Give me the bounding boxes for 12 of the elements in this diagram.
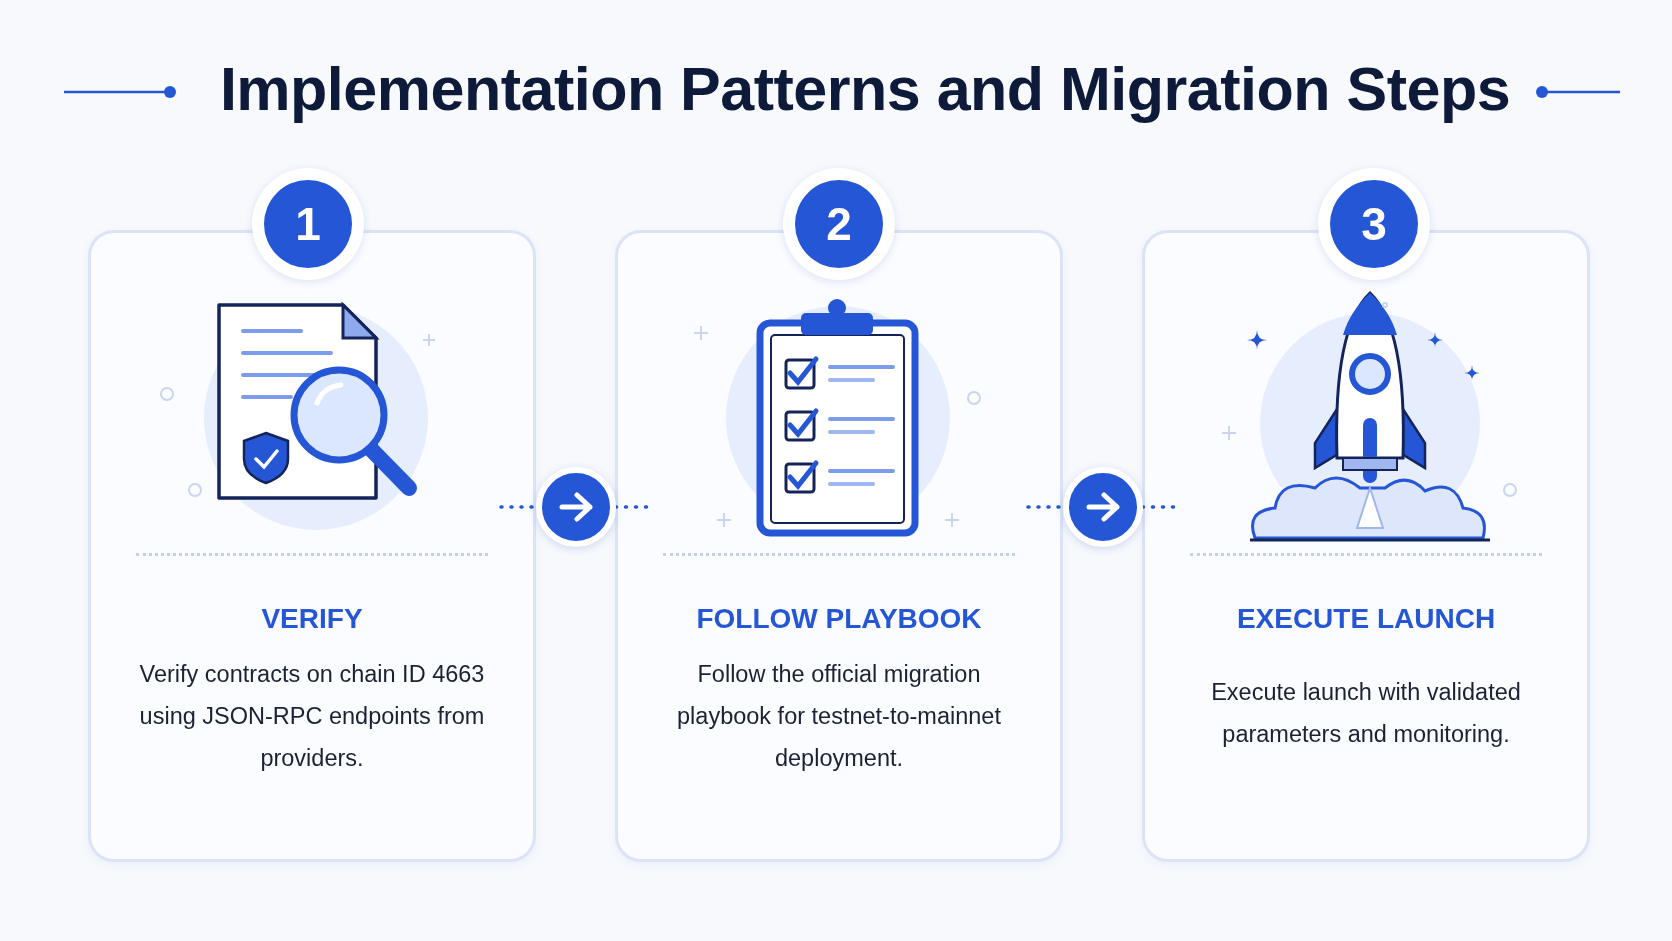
arrow-circle	[1062, 467, 1143, 547]
arrow-circle	[535, 467, 616, 547]
step-description: Execute launch with validated parameters and monitoring.	[1211, 679, 1521, 747]
step-number: 2	[795, 180, 883, 268]
step-heading: FOLLOW PLAYBOOK	[696, 603, 982, 634]
step-heading: VERIFY	[261, 603, 363, 634]
title: Implementation Patterns and Migration Steps	[219, 55, 1511, 123]
step-number: 1	[264, 180, 352, 268]
step-heading: EXECUTE LAUNCH	[1236, 603, 1496, 634]
step-description: Verify contracts on chain ID 4663 using JSON-RPC endpoints from providers.	[139, 661, 485, 771]
step-description: Follow the official migration playbook for testnet-to-mainnet deployment.	[677, 661, 1001, 771]
step-number: 3	[1330, 180, 1418, 268]
